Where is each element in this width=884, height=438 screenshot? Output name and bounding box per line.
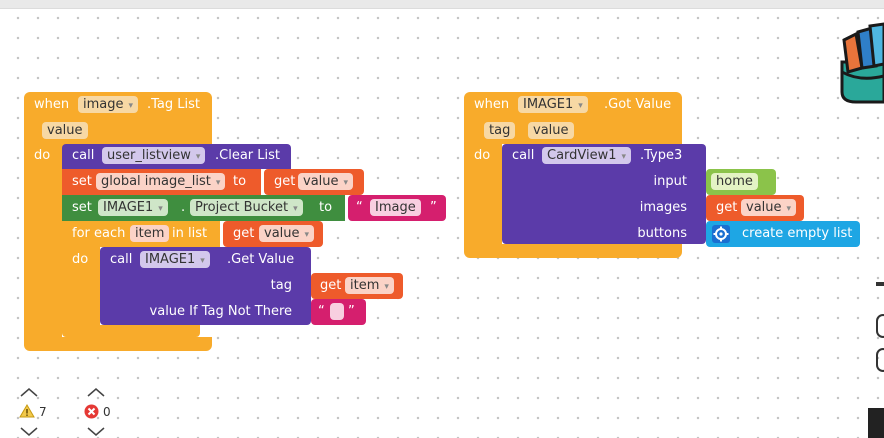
call-label: call — [512, 148, 535, 163]
quote-left: “ — [318, 304, 325, 319]
variable-dropdown[interactable]: global image_list — [96, 173, 226, 190]
warning-prev-icon[interactable] — [20, 388, 38, 397]
component-dropdown[interactable]: image — [78, 96, 139, 113]
param-value[interactable]: value — [528, 122, 574, 139]
zoom-in-icon[interactable] — [876, 282, 884, 286]
when-label: when — [474, 97, 510, 112]
do-label: do — [72, 252, 89, 267]
default-label: value If Tag Not There — [149, 304, 292, 319]
buttons-label: buttons — [637, 226, 687, 241]
get-variable-dropdown[interactable]: item — [345, 277, 394, 294]
event-footer — [24, 337, 212, 351]
component-dropdown[interactable]: IMAGE1 — [98, 199, 168, 216]
zoom-reset-icon[interactable] — [876, 348, 884, 372]
in-list-label: in list — [172, 226, 208, 241]
error-next-icon[interactable] — [87, 427, 105, 436]
event-name: .Got Value — [604, 97, 672, 112]
when-label: when — [34, 97, 70, 112]
property-dropdown[interactable]: Project Bucket — [190, 199, 303, 216]
component-dropdown[interactable]: IMAGE1 — [140, 251, 210, 268]
get-variable-dropdown[interactable]: value — [741, 199, 797, 216]
component-dropdown[interactable]: IMAGE1 — [518, 96, 588, 113]
buttons-value: create empty list — [742, 226, 853, 241]
set-label: set — [72, 200, 92, 215]
method-name: .Clear List — [215, 148, 280, 163]
param-tag[interactable]: tag — [484, 122, 516, 139]
event-name: .Tag List — [147, 97, 200, 112]
images-label: images — [639, 200, 687, 215]
get-variable-dropdown[interactable]: value — [259, 225, 315, 242]
gear-icon[interactable] — [712, 225, 730, 243]
do-label: do — [474, 148, 491, 163]
method-name: .Type3 — [640, 148, 683, 163]
trash-icon[interactable] — [868, 408, 884, 438]
errors-count: 0 — [103, 405, 111, 419]
component-dropdown[interactable]: user_listview — [102, 147, 206, 164]
to-label: to — [233, 174, 247, 189]
backpack-icon[interactable] — [836, 22, 884, 104]
set-label: set — [72, 174, 92, 189]
warning-triangle-icon — [19, 404, 35, 418]
warning-next-icon[interactable] — [20, 427, 38, 436]
create-empty-list-block[interactable] — [706, 221, 860, 247]
quote-right: ” — [430, 200, 437, 215]
get-label: get — [320, 278, 342, 293]
quote-right: ” — [348, 304, 355, 319]
text-value[interactable]: Image — [370, 199, 421, 216]
top-toolbar-edge — [0, 0, 884, 9]
method-name: .Get Value — [227, 252, 295, 267]
get-label: get — [716, 200, 738, 215]
error-prev-icon[interactable] — [87, 388, 105, 397]
to-label: to — [319, 200, 333, 215]
call-label: call — [72, 148, 95, 163]
event-do-arm — [24, 145, 62, 341]
input-value[interactable]: home — [711, 173, 758, 190]
param-value[interactable]: value — [42, 122, 88, 139]
zoom-out-icon[interactable] — [876, 314, 884, 338]
warnings-count: 7 — [39, 405, 47, 419]
tag-label: tag — [270, 278, 292, 293]
input-label: input — [653, 174, 687, 189]
empty-text-value[interactable] — [330, 303, 344, 320]
dot-separator: . — [181, 200, 186, 215]
get-variable-dropdown[interactable]: value — [298, 173, 354, 190]
get-label: get — [233, 226, 255, 241]
item-variable[interactable]: item — [130, 225, 170, 242]
do-label: do — [34, 148, 51, 163]
get-label: get — [274, 174, 296, 189]
call-label: call — [110, 252, 133, 267]
component-dropdown[interactable]: CardView1 — [542, 147, 632, 164]
error-circle-icon — [84, 404, 99, 419]
quote-left: “ — [356, 200, 363, 215]
for-each-label: for each — [72, 226, 126, 241]
